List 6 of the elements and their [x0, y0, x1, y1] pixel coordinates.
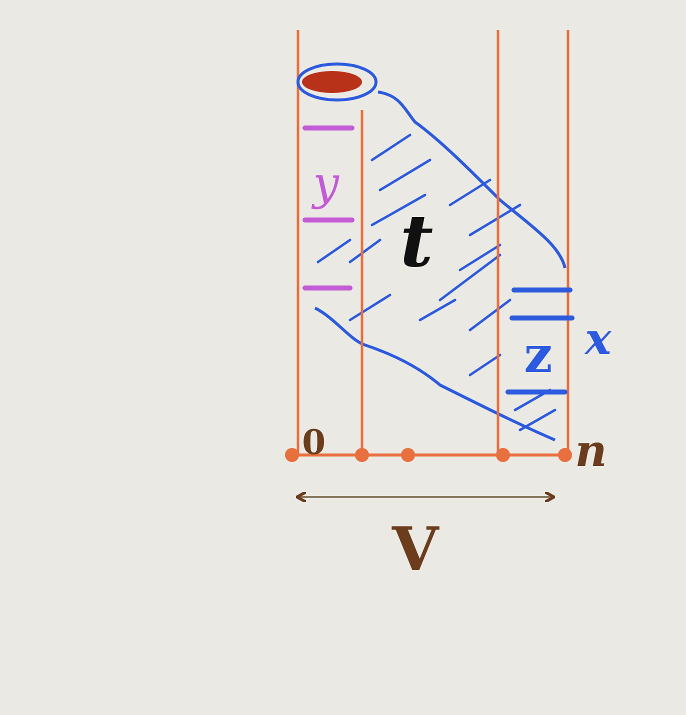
- axis-label: z: [524, 330, 552, 380]
- axis-label: x: [585, 318, 612, 362]
- axis-label: n: [575, 430, 607, 474]
- axis-label: t: [400, 205, 434, 277]
- dimension-label: V: [392, 520, 439, 580]
- axis-label: 0: [302, 426, 326, 460]
